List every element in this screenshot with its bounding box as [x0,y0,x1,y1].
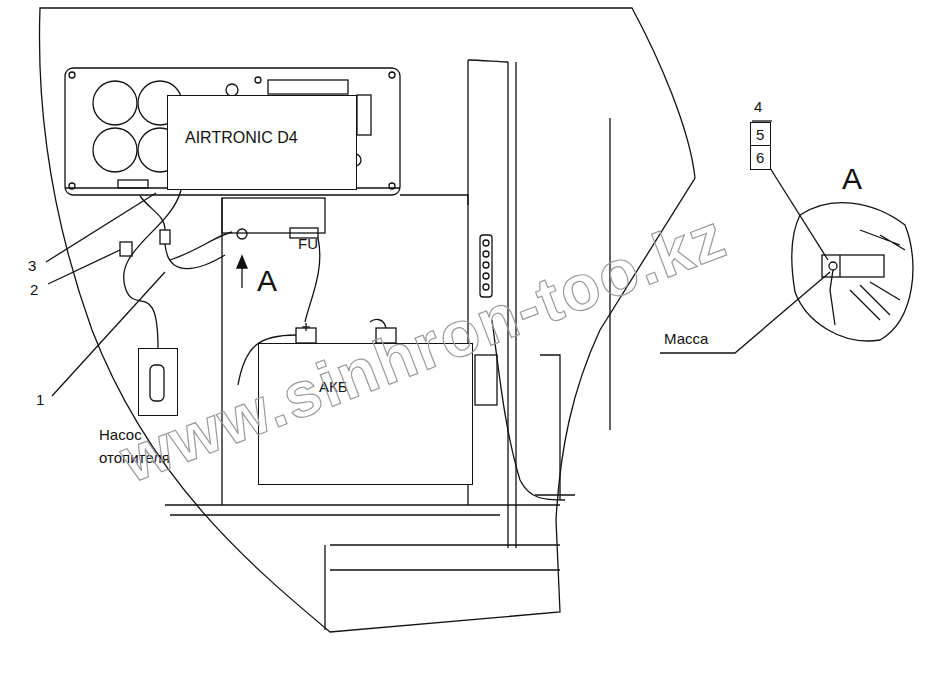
node-text: 6 [756,149,764,166]
fuse-label: FU [298,236,318,251]
callout-box: 6 [750,145,771,170]
callout-number: 3 [28,258,36,273]
callout-number: 4 [754,99,762,114]
callout-number: 2 [30,282,38,297]
wire-harness [124,190,181,348]
node-text: 5 [756,126,764,143]
node-text: AIRTRONIC D4 [185,129,298,147]
ground-label: Масса [664,331,708,346]
heater-unit: AIRTRONIC D4 [167,95,357,190]
callout-number: 1 [36,392,44,407]
callout-box: 5 [750,122,771,147]
view-letter: A [257,266,277,296]
heater-pump: Насос отопителя [138,348,178,416]
view-letter: A [842,164,862,194]
